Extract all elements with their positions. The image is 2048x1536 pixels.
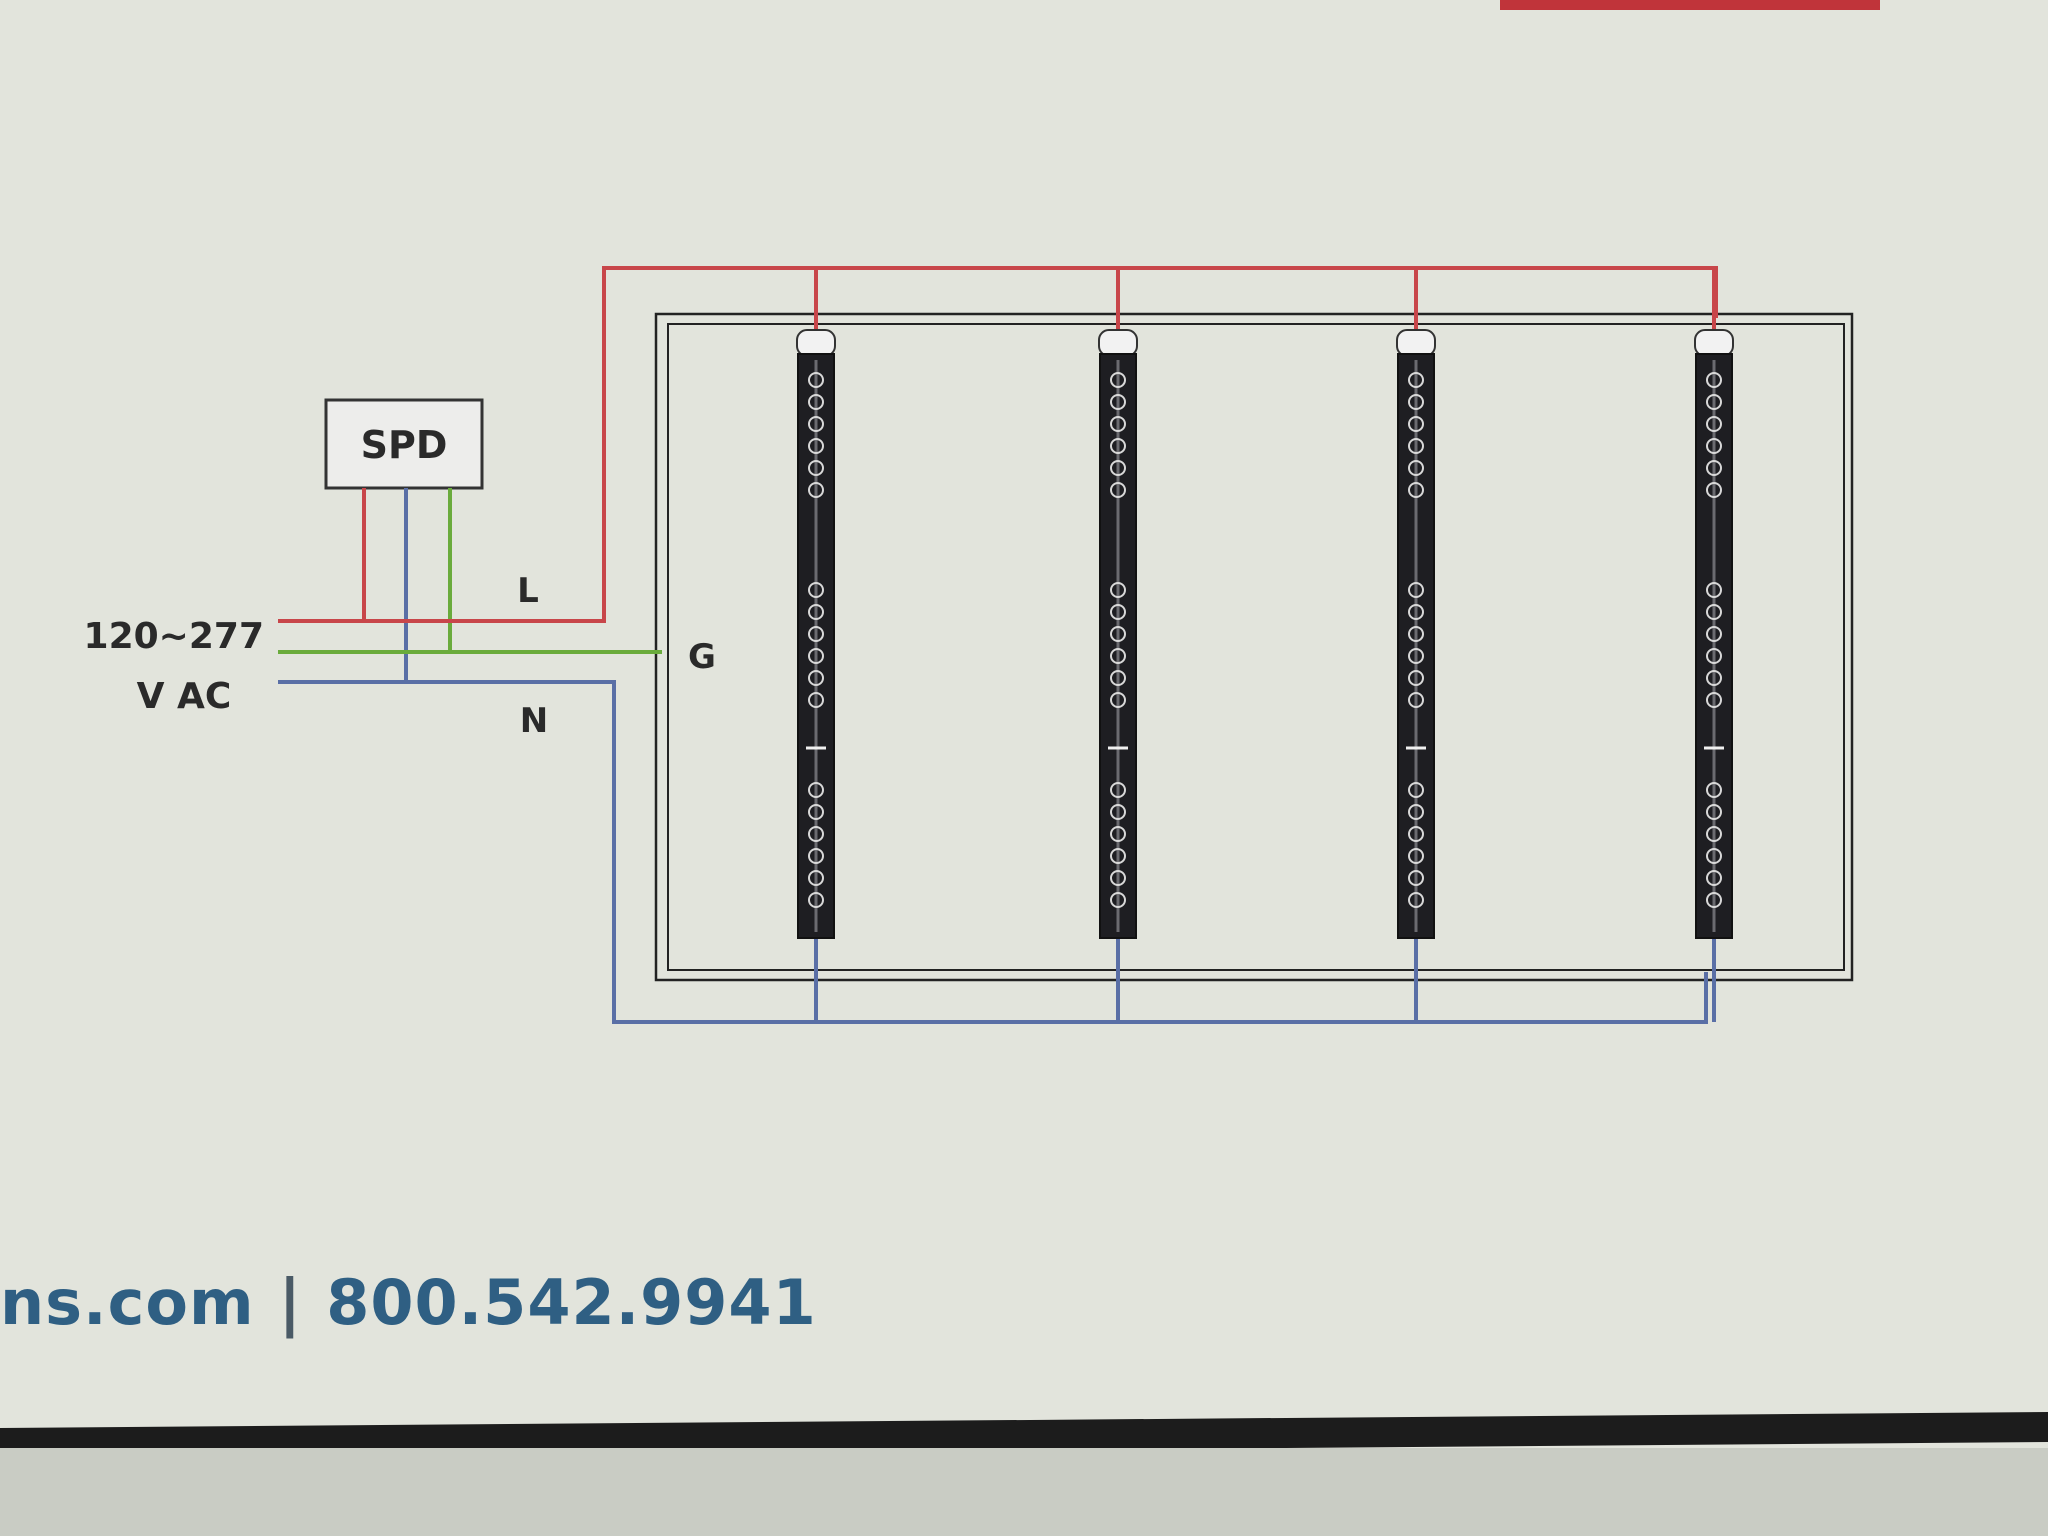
footer-website[interactable]: ns.com xyxy=(0,1266,255,1339)
panel-outer-border xyxy=(654,312,1854,982)
fixture-4-led xyxy=(1706,692,1722,708)
fixture-1-led xyxy=(808,870,824,886)
fixture-4-led xyxy=(1706,372,1722,388)
fixture-1-led xyxy=(808,848,824,864)
supply-voltage-line2: V AC xyxy=(137,676,232,717)
fixture-4-led xyxy=(1706,582,1722,598)
fixture-3-led xyxy=(1408,648,1424,664)
fixture-4-led xyxy=(1706,626,1722,642)
fixture-4-led xyxy=(1706,648,1722,664)
fixture-2-led xyxy=(1110,482,1126,498)
fixture-1-led xyxy=(808,582,824,598)
fixture-1-led xyxy=(808,782,824,798)
fixture-4-led xyxy=(1706,870,1722,886)
spd-label: SPD xyxy=(361,423,448,467)
fixture-2-led xyxy=(1110,460,1126,476)
bezel-area xyxy=(0,1448,2048,1536)
fixture-1-led xyxy=(808,438,824,454)
fixture-1-led xyxy=(808,692,824,708)
fixture-1-led xyxy=(808,482,824,498)
fixture-2-led xyxy=(1110,804,1126,820)
fixture-3-led xyxy=(1408,604,1424,620)
footer-phone[interactable]: 800.542.9941 xyxy=(326,1266,817,1339)
fixture-2-led xyxy=(1110,416,1126,432)
fixture-1-led xyxy=(808,372,824,388)
fixture-3-led xyxy=(1408,804,1424,820)
fixture-1-led xyxy=(808,648,824,664)
fixture-1-led xyxy=(808,394,824,410)
fixture-4-led xyxy=(1706,438,1722,454)
fixture-group xyxy=(796,268,1734,1022)
fixture-3-led xyxy=(1408,438,1424,454)
fixture-4-led xyxy=(1706,604,1722,620)
fixture-3-led xyxy=(1408,848,1424,864)
fixture-4-led xyxy=(1706,892,1722,908)
fixture-3-led xyxy=(1408,394,1424,410)
fixture-4-led xyxy=(1706,670,1722,686)
fixture-1-led xyxy=(808,604,824,620)
neutral-conductor xyxy=(278,680,1708,1024)
line-label: L xyxy=(517,571,539,611)
fixture-3-led xyxy=(1408,372,1424,388)
supply-voltage-line1: 120~277 xyxy=(84,616,264,657)
footer-separator: | xyxy=(278,1266,303,1339)
spd-box xyxy=(324,398,484,490)
fixture-4-led xyxy=(1706,482,1722,498)
fixture-3-led xyxy=(1408,892,1424,908)
fixture-4-led xyxy=(1706,826,1722,842)
header-accent-bar xyxy=(1500,0,1880,10)
fixture-2-led xyxy=(1110,782,1126,798)
footer-contact: ns.com | 800.542.9941 xyxy=(0,1268,817,1338)
fixture-3-led xyxy=(1408,782,1424,798)
fixture-3-led xyxy=(1408,482,1424,498)
fixture-3-led xyxy=(1408,692,1424,708)
fixture-4-led xyxy=(1706,416,1722,432)
fixture-2-led xyxy=(1110,848,1126,864)
fixture-3-led xyxy=(1408,670,1424,686)
fixture-2-led xyxy=(1110,692,1126,708)
fixture-2-led xyxy=(1110,372,1126,388)
line-conductor xyxy=(278,266,1718,623)
fixture-4-led xyxy=(1706,804,1722,820)
fixture-3-led xyxy=(1408,826,1424,842)
fixture-1-led xyxy=(808,670,824,686)
fixture-1-led xyxy=(808,826,824,842)
fixture-3-led xyxy=(1408,416,1424,432)
fixture-2-led xyxy=(1110,892,1126,908)
fixture-2-led xyxy=(1110,604,1126,620)
panel-inner-border xyxy=(667,323,1845,971)
fixture-3-end-cap xyxy=(1396,329,1436,357)
fixture-2-end-cap xyxy=(1098,329,1138,357)
fixture-4-led xyxy=(1706,394,1722,410)
fixture-2-led xyxy=(1110,670,1126,686)
fixture-1-end-cap xyxy=(796,329,836,357)
fixture-1-led xyxy=(808,626,824,642)
fixture-2-led xyxy=(1110,582,1126,598)
fixture-2-led xyxy=(1110,826,1126,842)
fixture-3-led xyxy=(1408,582,1424,598)
fixture-3-led xyxy=(1408,626,1424,642)
fixture-4-end-cap xyxy=(1694,329,1734,357)
fixture-4-led xyxy=(1706,848,1722,864)
fixture-1-led xyxy=(808,804,824,820)
fixture-2-led xyxy=(1110,394,1126,410)
fixture-1-led xyxy=(808,416,824,432)
fixture-1-led xyxy=(808,460,824,476)
fixture-2-led xyxy=(1110,438,1126,454)
fixture-3-led xyxy=(1408,870,1424,886)
fixture-1-led xyxy=(808,892,824,908)
neutral-label: N xyxy=(520,701,548,741)
ground-label: G xyxy=(688,637,716,677)
fixture-4-led xyxy=(1706,460,1722,476)
fixture-2-led xyxy=(1110,870,1126,886)
fixture-3-led xyxy=(1408,460,1424,476)
fixture-2-led xyxy=(1110,648,1126,664)
fixture-4-led xyxy=(1706,782,1722,798)
fixture-2-led xyxy=(1110,626,1126,642)
